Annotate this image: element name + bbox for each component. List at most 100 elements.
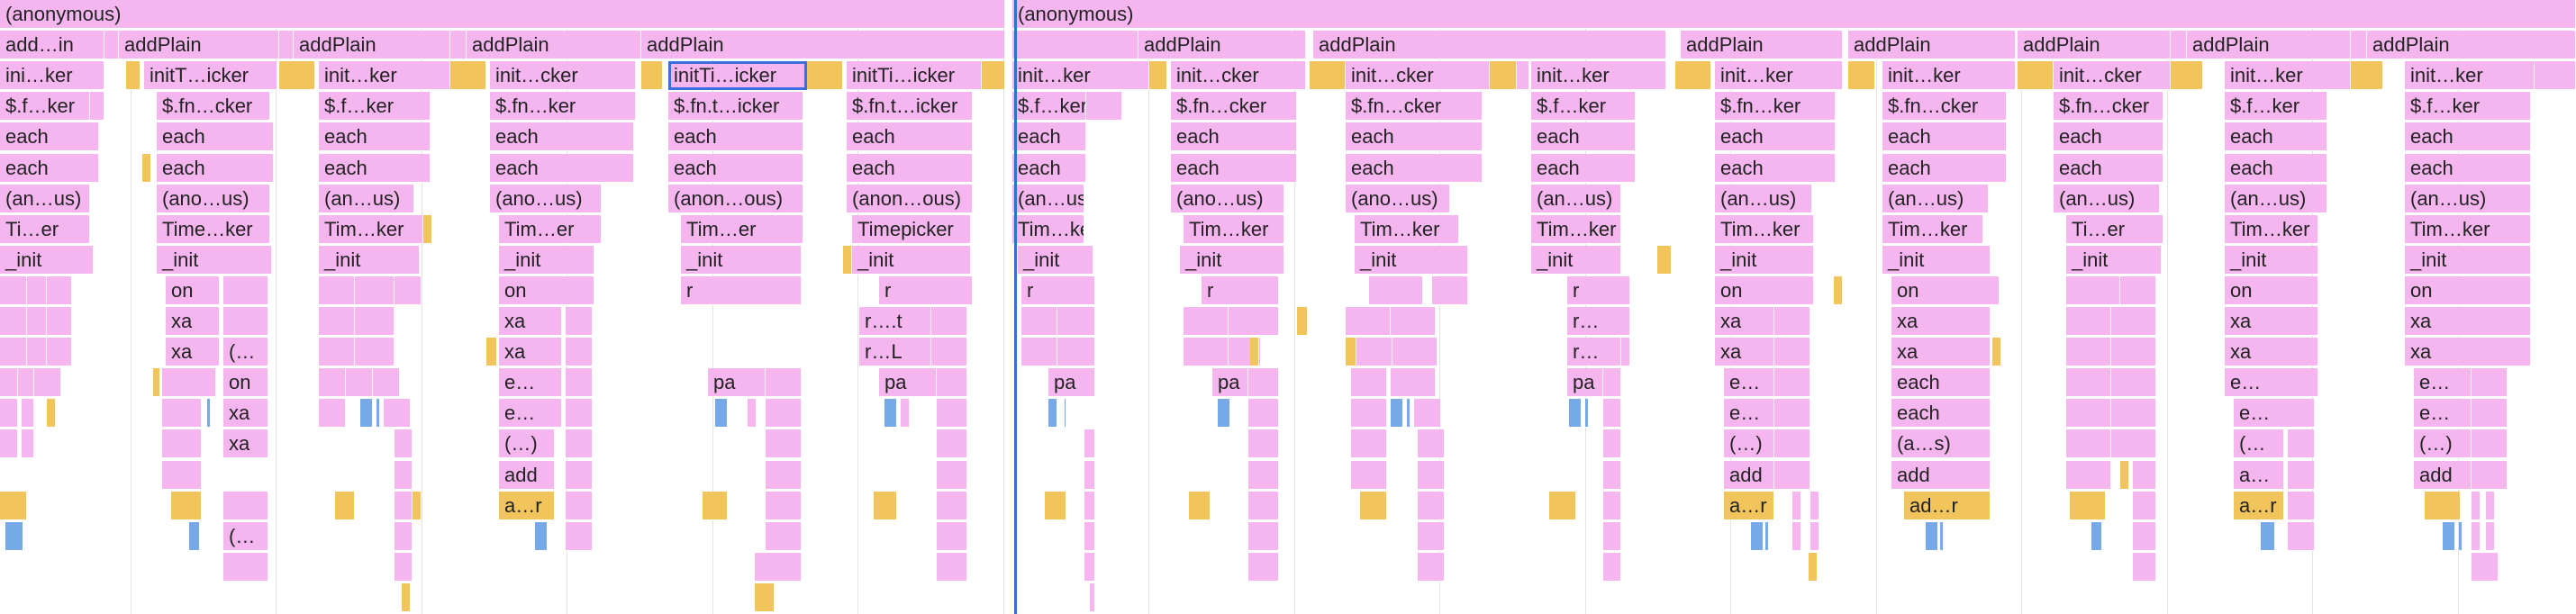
call-frame[interactable]: (anon…ous) (847, 185, 973, 213)
call-frame[interactable] (566, 461, 593, 490)
call-frame[interactable] (1346, 307, 1391, 336)
call-frame[interactable] (223, 553, 268, 582)
call-frame[interactable] (2120, 276, 2156, 305)
call-frame[interactable]: addPlain (1848, 31, 2016, 59)
call-frame[interactable]: (…) (499, 429, 555, 458)
call-frame[interactable]: each (2405, 122, 2531, 151)
call-frame[interactable] (2535, 61, 2576, 90)
call-frame[interactable]: Tim…ker (1012, 215, 1084, 244)
call-frame[interactable]: on (2405, 276, 2531, 305)
call-frame[interactable] (1369, 276, 1423, 305)
call-frame[interactable] (2111, 338, 2156, 366)
call-frame[interactable]: each (668, 154, 803, 183)
call-frame[interactable] (566, 338, 593, 366)
call-frame[interactable]: each (1882, 154, 2007, 183)
call-frame[interactable] (1848, 61, 1875, 90)
call-frame[interactable]: init…ker (2405, 61, 2535, 90)
call-frame[interactable] (1012, 31, 1138, 59)
call-frame[interactable]: (ano…us) (1171, 185, 1284, 213)
call-frame[interactable] (1774, 429, 1810, 458)
call-frame[interactable]: (an…us) (2054, 185, 2160, 213)
call-frame[interactable]: init…ker (1715, 61, 1843, 90)
call-frame[interactable] (1585, 399, 1589, 428)
call-frame[interactable] (1248, 461, 1279, 490)
call-frame[interactable] (874, 492, 897, 520)
call-frame[interactable]: _init (319, 246, 420, 275)
call-frame[interactable]: each (490, 154, 634, 183)
call-frame[interactable]: addPlain (2367, 31, 2576, 59)
call-frame[interactable] (2459, 522, 2463, 551)
call-frame[interactable] (1310, 61, 1346, 90)
call-frame[interactable] (1184, 338, 1229, 366)
call-frame[interactable] (1751, 522, 1764, 551)
call-frame[interactable]: Tim…ker (1882, 215, 1983, 244)
call-frame[interactable]: each (157, 154, 274, 183)
call-frame[interactable]: addPlain (1138, 31, 1306, 59)
call-frame[interactable]: Tim…ker (1715, 215, 1814, 244)
call-frame[interactable] (47, 276, 72, 305)
call-frame[interactable]: _init (681, 246, 802, 275)
call-frame[interactable] (2261, 522, 2275, 551)
call-frame[interactable] (27, 307, 47, 336)
call-frame[interactable]: init…cker (490, 61, 636, 90)
call-frame[interactable] (937, 553, 967, 582)
call-frame[interactable] (384, 399, 411, 428)
call-frame[interactable]: a…r (2234, 492, 2284, 520)
call-frame[interactable] (1490, 61, 1517, 90)
call-frame[interactable] (1360, 492, 1387, 520)
call-frame[interactable] (1603, 553, 1621, 582)
call-frame[interactable] (0, 429, 18, 458)
call-frame[interactable]: (an…us) (319, 185, 414, 213)
call-frame[interactable] (319, 399, 346, 428)
call-frame[interactable] (1432, 276, 1468, 305)
call-frame[interactable] (1774, 338, 1810, 366)
call-frame[interactable]: xa (2225, 338, 2318, 366)
call-frame[interactable]: init…ker (1012, 61, 1149, 90)
call-frame[interactable] (162, 429, 202, 458)
call-frame[interactable]: e… (2414, 368, 2472, 397)
call-frame[interactable]: _init (1715, 246, 1814, 275)
call-frame[interactable]: (an…us) (1012, 185, 1084, 213)
call-frame[interactable] (1834, 276, 1843, 305)
call-frame[interactable] (1351, 399, 1387, 428)
call-frame[interactable] (319, 338, 355, 366)
call-frame[interactable]: (ano…us) (1346, 185, 1450, 213)
call-frame[interactable] (937, 522, 967, 551)
call-frame[interactable]: addPlain (467, 31, 641, 59)
call-frame[interactable] (1149, 61, 1167, 90)
call-frame[interactable] (1057, 307, 1095, 336)
call-frame[interactable] (2472, 492, 2481, 520)
call-frame[interactable] (766, 368, 802, 397)
call-frame[interactable]: each (319, 154, 431, 183)
call-frame[interactable] (901, 399, 910, 428)
call-frame[interactable]: e… (499, 368, 562, 397)
call-frame[interactable] (1090, 583, 1095, 612)
call-frame[interactable]: addPlain (294, 31, 450, 59)
call-frame[interactable]: initTi…icker (847, 61, 982, 90)
call-frame[interactable] (1351, 368, 1387, 397)
call-frame[interactable] (1603, 399, 1621, 428)
call-frame[interactable] (1792, 492, 1801, 520)
call-frame[interactable] (2111, 429, 2156, 458)
call-frame[interactable]: xa (2405, 307, 2531, 336)
call-frame[interactable] (22, 399, 34, 428)
call-frame[interactable] (2472, 461, 2508, 490)
call-frame[interactable]: pa (708, 368, 766, 397)
call-frame[interactable]: $.fn…cker (1882, 92, 2007, 121)
call-frame[interactable] (2070, 492, 2106, 520)
call-frame[interactable]: xa (1715, 307, 1774, 336)
call-frame[interactable] (1086, 92, 1122, 121)
call-frame[interactable] (1407, 399, 1410, 428)
call-frame[interactable]: init…cker (1346, 61, 1490, 90)
call-frame[interactable]: (… (223, 522, 268, 551)
call-frame[interactable]: addPlain (119, 31, 279, 59)
call-frame[interactable]: addPlain (2018, 31, 2171, 59)
call-frame[interactable] (1248, 429, 1279, 458)
call-frame[interactable]: _init (1882, 246, 1991, 275)
call-frame[interactable]: e… (2234, 399, 2315, 428)
call-frame[interactable] (1391, 399, 1403, 428)
call-frame[interactable] (2472, 429, 2508, 458)
call-frame[interactable]: $.f…ker (319, 92, 431, 121)
call-frame[interactable] (2066, 399, 2111, 428)
